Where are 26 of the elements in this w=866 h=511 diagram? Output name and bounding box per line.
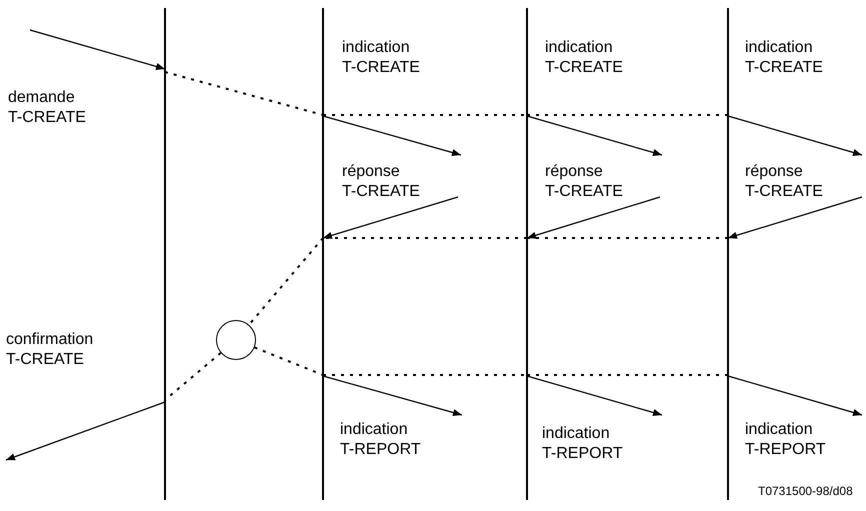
dashed-line: [164, 71, 324, 116]
boundary-line: [727, 8, 729, 500]
dashed-line: [323, 237, 527, 239]
dashed-line: [527, 237, 728, 239]
boundary-line: [322, 8, 324, 500]
boundary-line: [164, 8, 166, 500]
dashed-line: [527, 114, 728, 116]
dashed-line: [323, 114, 527, 116]
arrow: [526, 115, 662, 156]
arrow: [322, 196, 458, 239]
dashed-line: [254, 346, 324, 376]
arrow: [30, 29, 166, 70]
arrow: [6, 401, 166, 461]
boundary-line: [526, 8, 528, 500]
arrow: [728, 115, 862, 156]
arrow: [728, 375, 862, 416]
figure-code: T0731500-98/d08: [758, 484, 853, 498]
dashed-line: [248, 237, 324, 326]
dashed-line: [527, 374, 728, 376]
arrow: [728, 196, 862, 239]
circle-node: [216, 320, 256, 360]
arrow: [526, 196, 660, 239]
arrow: [322, 115, 462, 156]
arrow: [526, 375, 662, 416]
dashed-line: [323, 374, 527, 376]
arrow: [322, 375, 462, 416]
